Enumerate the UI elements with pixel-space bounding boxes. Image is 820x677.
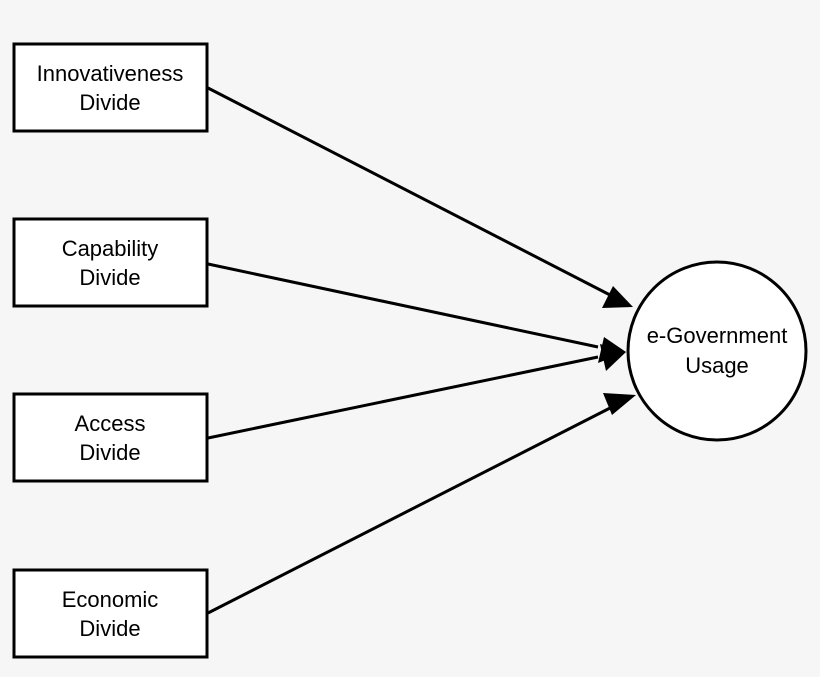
node-label-line2: Divide	[79, 265, 140, 290]
node-label-line2: Divide	[79, 440, 140, 465]
edge-access-to-usage	[207, 355, 599, 440]
arrowhead-innovativeness	[602, 286, 633, 308]
source-node-innovativeness-divide: Innovativeness Divide	[12, 42, 209, 133]
node-circle	[626, 260, 808, 442]
source-node-capability-divide: Capability Divide	[12, 217, 209, 308]
edges	[207, 86, 615, 615]
node-label-line1: Capability	[62, 236, 159, 261]
node-box	[12, 568, 209, 659]
edge-innovativeness-to-usage	[207, 86, 613, 298]
node-box	[12, 392, 209, 483]
node-label-line1: e-Government	[647, 323, 788, 348]
node-box	[12, 42, 209, 133]
edge-capability-to-usage	[207, 262, 599, 349]
source-node-economic-divide: Economic Divide	[12, 568, 209, 659]
source-node-access-divide: Access Divide	[12, 392, 209, 483]
edge-economic-to-usage	[207, 404, 615, 615]
node-label-line2: Divide	[79, 90, 140, 115]
arrowhead-access	[600, 344, 626, 371]
node-box	[12, 217, 209, 308]
node-label-line1: Innovativeness	[37, 61, 184, 86]
node-label-line2: Divide	[79, 616, 140, 641]
arrowheads	[598, 286, 636, 415]
target-node-egovernment-usage: e-Government Usage	[626, 260, 808, 442]
arrowhead-economic	[603, 393, 636, 415]
node-label-line1: Access	[75, 411, 146, 436]
node-label-line2: Usage	[685, 353, 749, 378]
node-label-line1: Economic	[62, 587, 159, 612]
